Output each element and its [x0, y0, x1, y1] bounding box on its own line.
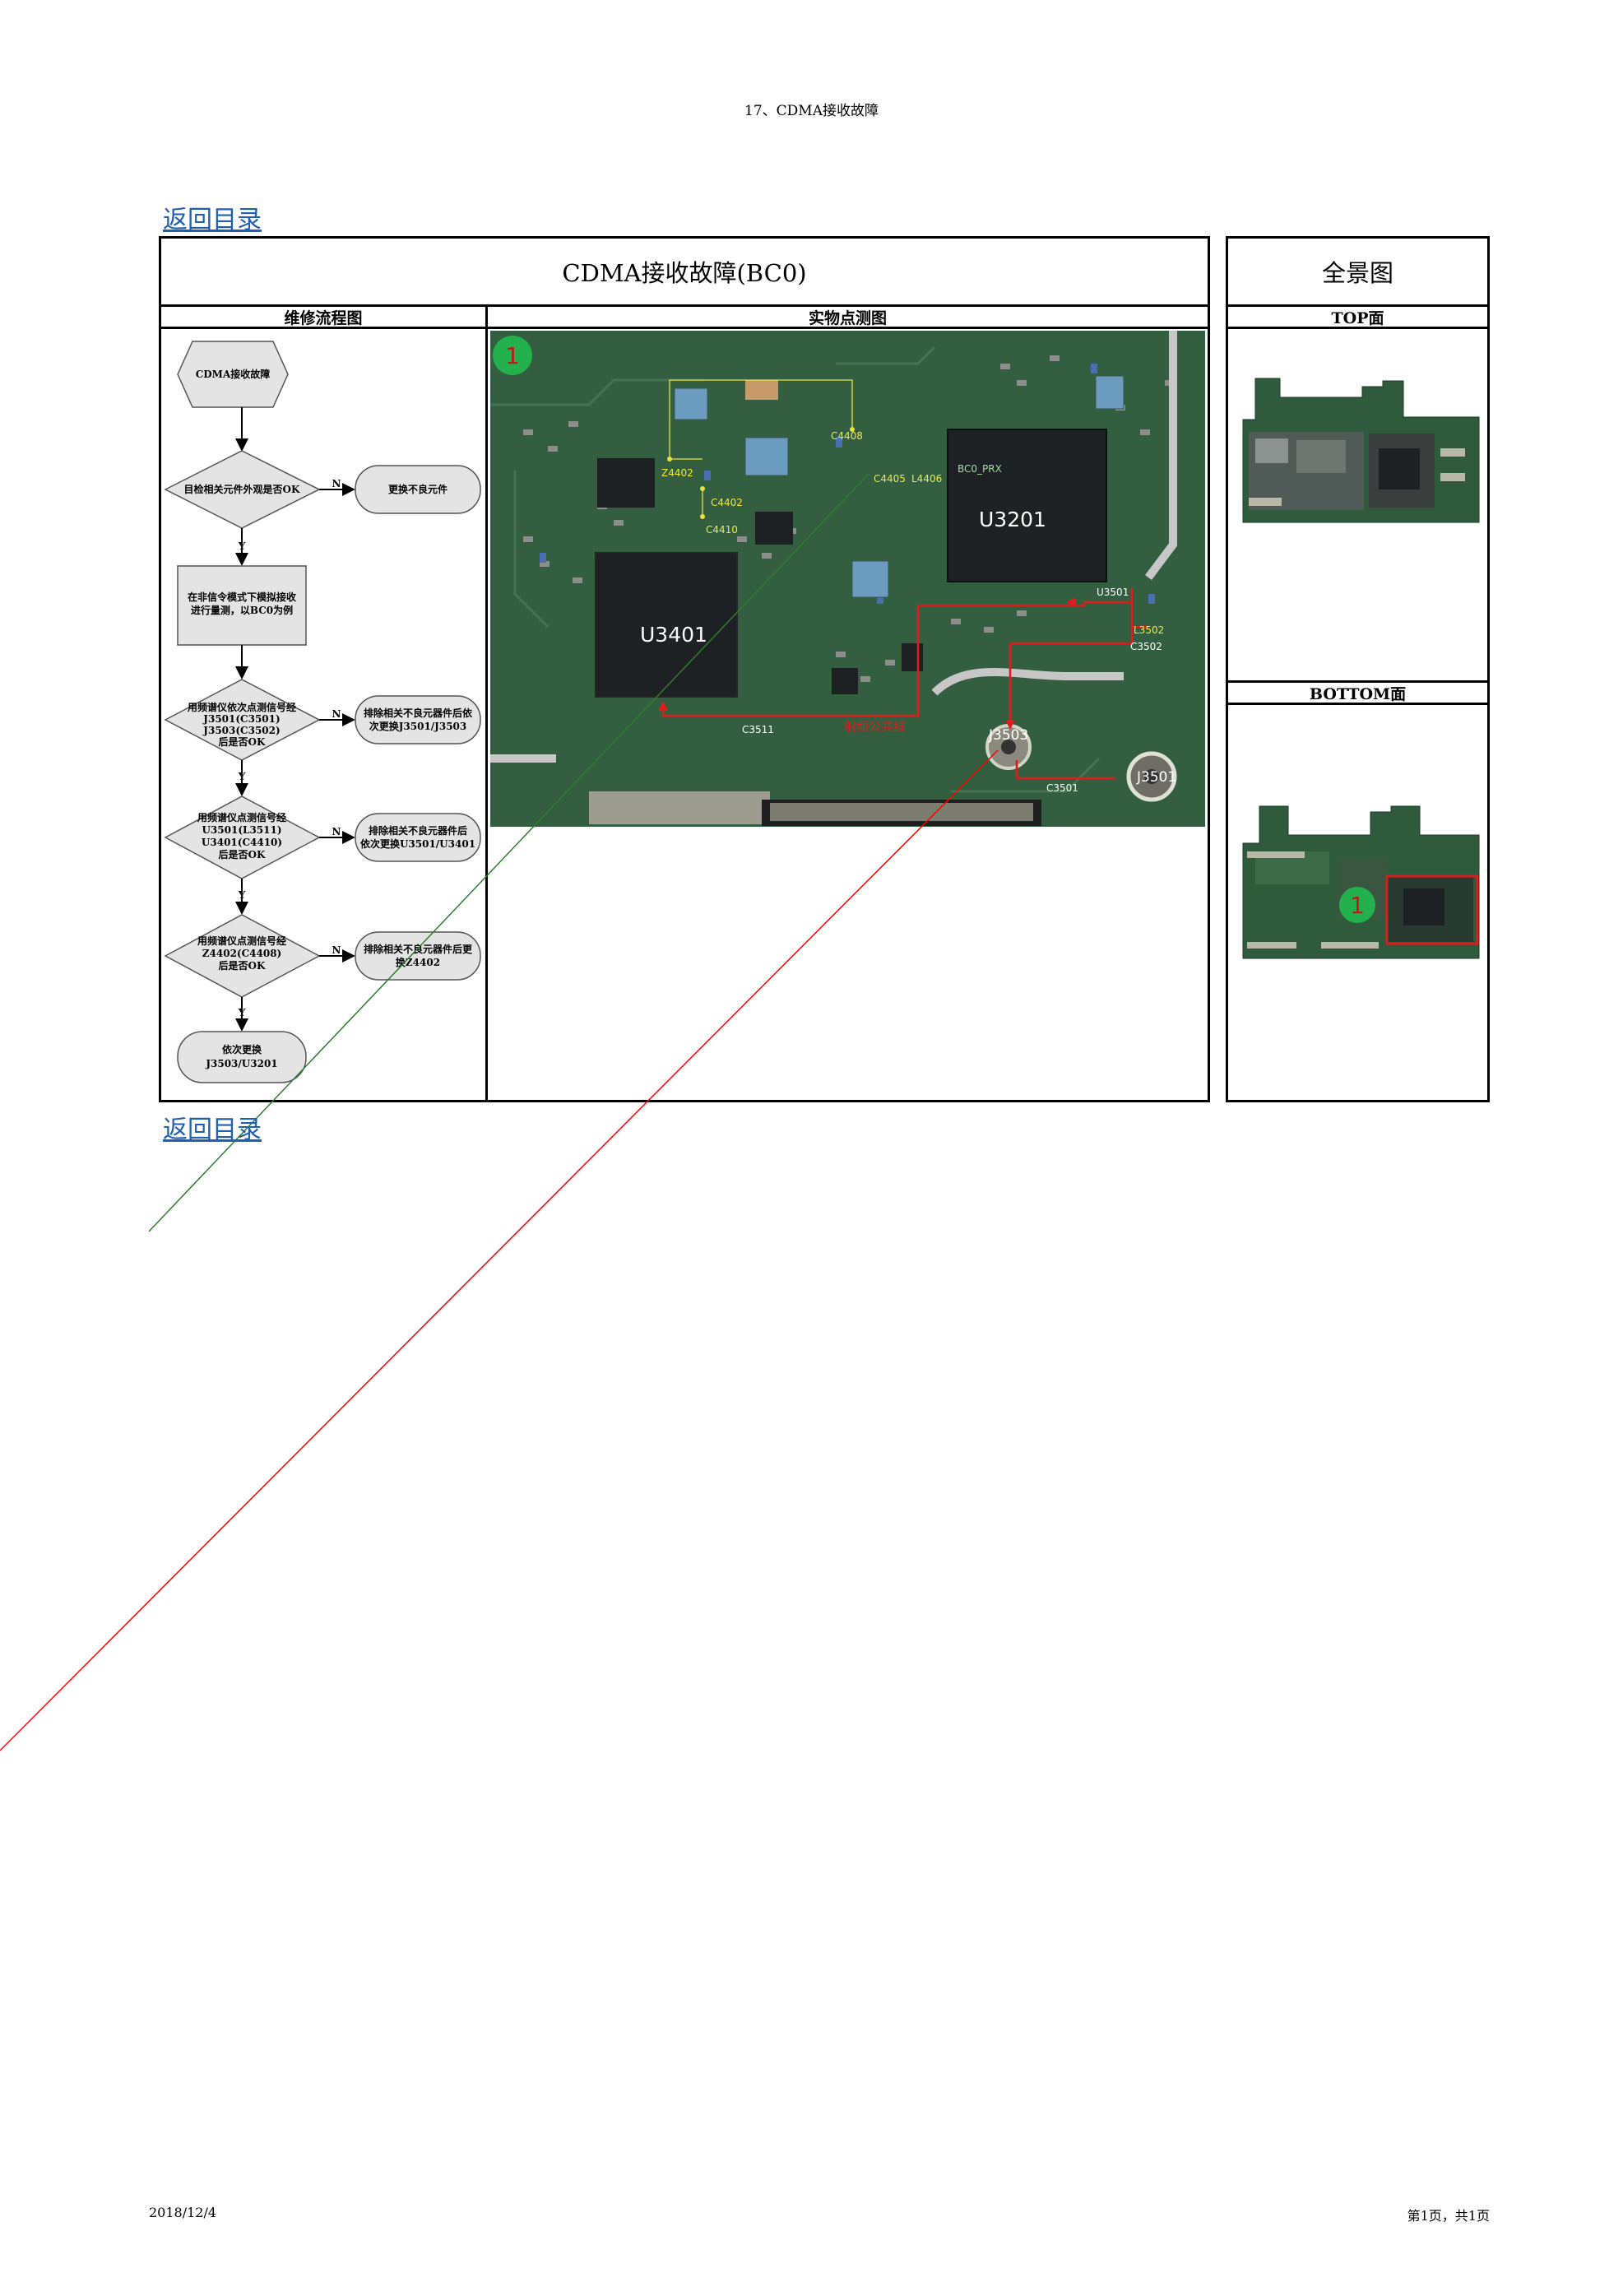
photo-marker — [493, 336, 532, 375]
process-line2: 进行量测，以BC0为例 — [191, 604, 293, 616]
decision-j3501-line2: J3501(C3501) — [202, 713, 280, 725]
label-z4402: Z4402 — [661, 467, 693, 479]
label-c4402: C4402 — [711, 497, 743, 508]
overview-title: 全景图 — [1321, 259, 1393, 287]
action-j3501-line1: 排除相关不良元器件后依 — [364, 707, 473, 719]
no-label: N — [332, 826, 341, 837]
label-c3501: C3501 — [1046, 782, 1078, 794]
label-rf-common-line: 射频公共线 — [844, 719, 906, 734]
photo-column-label: 实物点测图 — [808, 308, 887, 327]
top-face-board-image — [1242, 378, 1480, 523]
decision-j3501-line4: 后是否OK — [219, 735, 266, 748]
top-face-header: TOP面 — [1226, 304, 1490, 329]
label-l4406: L4406 — [911, 473, 942, 485]
yes-label: Y — [238, 540, 246, 552]
bottom-face-header: BOTTOM面 — [1226, 680, 1490, 705]
footer-date: 2018/12/4 — [149, 2205, 217, 2220]
label-u3201: U3201 — [979, 508, 1046, 531]
no-label: N — [332, 944, 341, 956]
label-bc0-prx: BC0_PRX — [958, 463, 1002, 475]
main-title: CDMA接收故障(BC0) — [562, 259, 807, 287]
end-terminal — [177, 1031, 307, 1083]
action-replace-j3501 — [355, 695, 481, 744]
decision-visual-check-text: 目检相关元件外观是否OK — [184, 483, 300, 495]
action-replace-bad-text: 更换不良元件 — [388, 483, 447, 495]
pcb-photo: U3401 U3201 J3503 J3501 C4408 Z4402 C440… — [490, 331, 1205, 827]
main-title-cell: CDMA接收故障(BC0) — [159, 236, 1210, 307]
process-line1: 在非信令模式下模拟接收 — [188, 591, 296, 603]
action-z4402-line1: 排除相关不良元器件后更 — [364, 943, 473, 955]
start-text: CDMA接收故障 — [196, 368, 271, 380]
label-j3501: J3501 — [1136, 769, 1176, 786]
end-line1: 依次更换 — [222, 1043, 262, 1055]
flow-column-header: 维修流程图 — [159, 304, 488, 329]
bottom-face-label: BOTTOM面 — [1309, 684, 1407, 703]
label-u3401: U3401 — [640, 623, 707, 647]
bottom-face-board-image: 1 — [1242, 805, 1480, 959]
overview-title-cell: 全景图 — [1226, 236, 1490, 307]
end-line2: J3503/U3201 — [205, 1058, 277, 1069]
bottom-face-marker-number: 1 — [1350, 892, 1365, 919]
label-c4410: C4410 — [706, 524, 738, 536]
action-u3501-line1: 排除相关不良元器件后 — [369, 824, 467, 837]
no-label: N — [332, 478, 341, 489]
start-hexagon — [177, 341, 289, 408]
label-c3511: C3511 — [742, 724, 774, 735]
decision-u3501-line2: U3501(L3511) — [202, 824, 281, 836]
label-u3501: U3501 — [1097, 587, 1129, 598]
flow-column-label: 维修流程图 — [284, 308, 363, 327]
label-l3502: L3502 — [1134, 624, 1164, 636]
decision-z4402-line3: 后是否OK — [219, 959, 266, 972]
decision-j3501-line3: J3503(C3502) — [202, 725, 280, 736]
photo-column-header: 实物点测图 — [485, 304, 1210, 329]
action-j3501-line2: 次更换J3501/J3503 — [369, 720, 467, 732]
top-face-label: TOP面 — [1331, 308, 1384, 327]
decision-u3501-line4: 后是否OK — [219, 848, 266, 860]
bottom-face-marker — [1339, 887, 1375, 923]
page-header-title: 17、CDMA接收故障 — [744, 103, 879, 119]
label-c3502: C3502 — [1130, 641, 1162, 652]
footer-page: 第1页，共1页 — [1407, 2208, 1490, 2224]
action-replace-z4402 — [355, 931, 481, 981]
label-j3503: J3503 — [988, 727, 1028, 744]
yes-label: Y — [238, 771, 246, 782]
yes-label: Y — [238, 1007, 246, 1018]
label-c4405: C4405 — [874, 473, 906, 485]
decision-z4402-line2: Z4402(C4408) — [202, 948, 281, 959]
decision-z4402-line1: 用频谱仪点测信号经 — [197, 935, 286, 947]
decision-j3501-line1: 用频谱仪依次点测信号经 — [187, 701, 296, 713]
photo-marker-number: 1 — [505, 342, 520, 369]
decision-u3501-line3: U3401(C4410) — [202, 837, 282, 848]
u3201-chip — [947, 429, 1107, 582]
back-to-contents-link[interactable]: 返回目录 — [163, 206, 262, 234]
decision-u3501-line1: 用频谱仪点测信号经 — [197, 811, 286, 823]
label-c4408: C4408 — [831, 430, 863, 442]
back-to-contents-link-bottom[interactable]: 返回目录 — [163, 1116, 262, 1144]
repair-flowchart: CDMA接收故障 目检相关元件外观是否OK N 更换不良元件 Y 在非信令模式下… — [164, 341, 481, 1083]
action-u3501-line2: 依次更换U3501/U3401 — [360, 837, 475, 850]
action-z4402-line2: 换Z4402 — [396, 956, 440, 968]
no-label: N — [332, 708, 341, 720]
yes-label: Y — [238, 889, 246, 901]
action-replace-u3501 — [355, 813, 481, 862]
bottom-face-highlight-box — [1385, 874, 1479, 945]
